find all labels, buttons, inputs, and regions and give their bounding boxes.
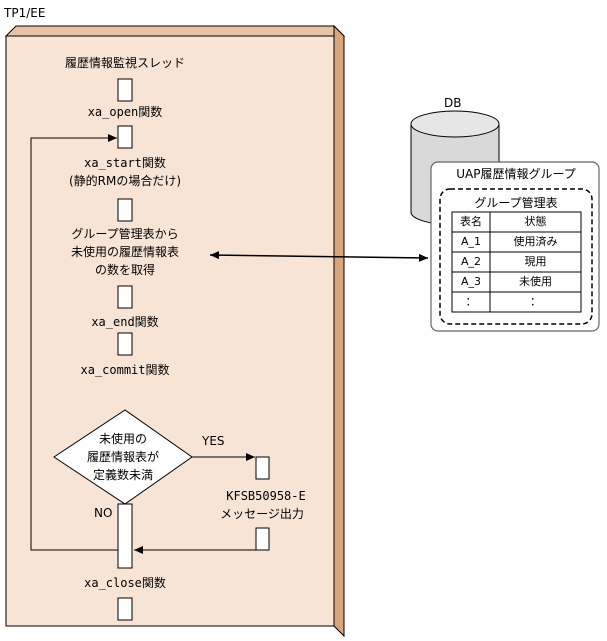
table-cell: 未使用 (519, 275, 552, 288)
label-get-line3: の数を取得 (94, 263, 156, 277)
yes-label: YES (202, 434, 225, 448)
table-cell: ： (530, 295, 541, 308)
message-code: KFSB50958-E (226, 489, 306, 503)
group-table-dashed-box (439, 188, 593, 325)
step-box-close (117, 597, 133, 621)
table-header-status: 状態 (524, 215, 547, 228)
table-cell: A_1 (460, 235, 482, 248)
decision-line3: 定義数未満 (92, 468, 154, 482)
label-xa-open: xa_open関数 (87, 105, 163, 119)
db-access-arrow (209, 251, 429, 262)
step-box-loop (117, 503, 133, 569)
tp1-ee-panel (4, 24, 346, 638)
step-box-commit (117, 332, 133, 356)
label-static-rm-only: (静的RMの場合だけ) (68, 174, 182, 188)
table-cell: 使用済み (513, 235, 558, 248)
group-table-title: グループ管理表 (474, 196, 558, 210)
management-table-grid (451, 211, 582, 313)
decision-line1: 未使用の (98, 432, 148, 446)
label-xa-close: xa_close関数 (84, 576, 166, 590)
label-xa-start: xa_start関数 (84, 156, 166, 170)
step-box-end (117, 285, 133, 309)
step-box-start (117, 125, 133, 149)
table-cell: 現用 (524, 255, 547, 268)
step-box-message-1 (255, 456, 270, 480)
step-box-message-2 (255, 527, 270, 551)
step-box-get-count (117, 198, 133, 222)
db-label: DB (444, 96, 462, 110)
no-label: NO (94, 506, 113, 520)
label-xa-commit: xa_commit関数 (80, 363, 170, 377)
thread-title: 履歴情報監視スレッド (64, 56, 186, 70)
label-get-line1: グループ管理表から (71, 227, 179, 241)
decision-diamond (53, 409, 193, 505)
loop-back-arrow (30, 134, 118, 551)
step-box-open (117, 78, 133, 102)
table-header-name: 表名 (460, 215, 482, 228)
label-get-line2: 未使用の履歴情報表 (70, 245, 180, 259)
table-cell: A_2 (460, 255, 482, 268)
table-cell: ： (465, 295, 477, 308)
frame-label: TP1/EE (4, 6, 46, 20)
table-cell: A_3 (460, 275, 482, 288)
label-xa-end: xa_end関数 (91, 315, 159, 329)
uap-group-title: UAP履歴情報グループ (456, 167, 576, 181)
decision-line2: 履歴情報表が (86, 450, 160, 464)
message-output-label: メッセージ出力 (220, 507, 304, 521)
